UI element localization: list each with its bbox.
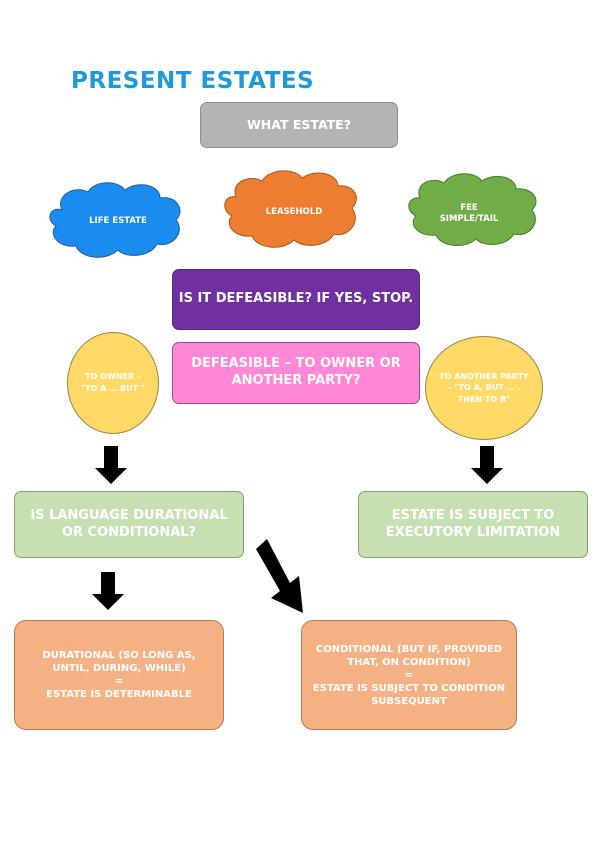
leasehold-label: LEASEHOLD bbox=[265, 207, 323, 218]
arrow-down-left-upper bbox=[95, 446, 127, 484]
durational-text: DURATIONAL (SO LONG AS, UNTIL, DURING, W… bbox=[42, 650, 196, 700]
defeasible-question-box: IS IT DEFEASIBLE? IF YES, STOP. bbox=[172, 269, 420, 330]
fee-simple-cloud bbox=[408, 173, 537, 246]
arrow-down-right bbox=[471, 446, 503, 484]
what-estate-box: WHAT ESTATE? bbox=[200, 102, 398, 148]
executory-limitation-box: ESTATE IS SUBJECT TO EXECUTORY LIMITATIO… bbox=[358, 491, 588, 558]
arrow-down-left-lower bbox=[92, 572, 124, 610]
fee-simple-label: FEE SIMPLE/TAIL bbox=[439, 202, 499, 224]
life-estate-cloud bbox=[49, 182, 181, 258]
defeasible-party-box: DEFEASIBLE – TO OWNER OR ANOTHER PARTY? bbox=[172, 342, 420, 404]
arrow-diagonal bbox=[256, 539, 303, 613]
life-estate-label: LIFE ESTATE bbox=[89, 216, 147, 227]
to-another-text: TO ANOTHER PARTY – "TO A, BUT … , THEN T… bbox=[439, 371, 529, 404]
page-title: PRESENT ESTATES bbox=[71, 68, 315, 94]
language-question-box: IS LANGUAGE DURATIONAL OR CONDITIONAL? bbox=[14, 491, 244, 558]
to-another-circle: TO ANOTHER PARTY – "TO A, BUT … , THEN T… bbox=[425, 336, 543, 440]
durational-box: DURATIONAL (SO LONG AS, UNTIL, DURING, W… bbox=[14, 620, 224, 730]
to-owner-circle: TO OWNER – "TO A … BUT " bbox=[67, 332, 159, 434]
conditional-text: CONDITIONAL (BUT IF, PROVIDED THAT, ON C… bbox=[312, 643, 506, 707]
to-owner-text: TO OWNER – "TO A … BUT " bbox=[81, 372, 145, 393]
conditional-box: CONDITIONAL (BUT IF, PROVIDED THAT, ON C… bbox=[301, 620, 517, 730]
leasehold-cloud bbox=[224, 170, 357, 248]
